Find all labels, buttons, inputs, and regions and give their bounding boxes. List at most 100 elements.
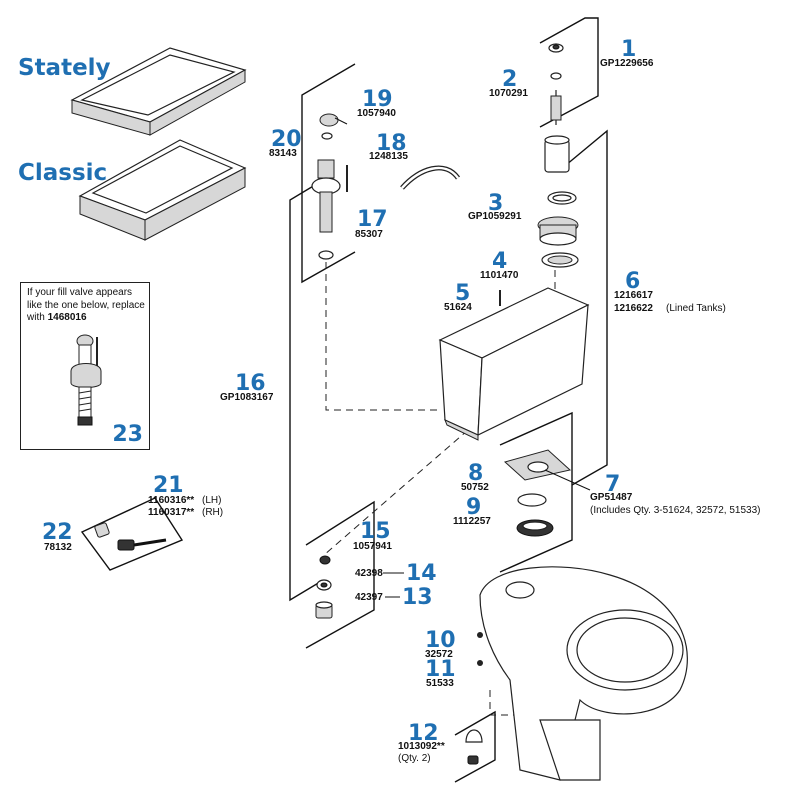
svg-text:16: 16 — [235, 371, 266, 396]
svg-text:7: 7 — [605, 472, 620, 497]
svg-text:32572: 32572 — [425, 649, 453, 660]
svg-text:51624: 51624 — [444, 302, 472, 313]
svg-text:13: 13 — [402, 585, 433, 610]
callout-6: 6 1216617 1216622 (Lined Tanks) — [614, 269, 726, 314]
callout-11: 11 51533 — [425, 657, 456, 689]
callout-18: 18 1248135 — [369, 131, 408, 162]
svg-text:12: 12 — [408, 721, 439, 746]
callout-14: 14 42398 — [355, 561, 437, 586]
svg-text:17: 17 — [357, 207, 388, 232]
svg-text:51533: 51533 — [426, 678, 454, 689]
trip-lever-frame — [80, 497, 184, 571]
svg-text:42397: 42397 — [355, 592, 383, 603]
callout-15: 15 1057941 — [353, 519, 392, 552]
svg-text:85307: 85307 — [355, 229, 383, 240]
svg-text:GP1083167: GP1083167 — [220, 392, 274, 403]
part-8-gasket — [517, 493, 547, 507]
toilet-bowl-illustration — [479, 566, 688, 781]
svg-text:(RH): (RH) — [202, 507, 223, 518]
old-fill-valve-illustration — [70, 334, 102, 426]
bolts-frame — [305, 500, 375, 649]
svg-text:42398: 42398 — [355, 568, 383, 579]
classic-lid-illustration — [78, 139, 247, 241]
svg-text:1101470: 1101470 — [480, 270, 519, 281]
part-4-gasket — [541, 252, 579, 268]
flush-valve-frame — [539, 17, 599, 128]
svg-text:1057940: 1057940 — [357, 108, 396, 119]
callout-7: 7 GP51487 (Includes Qty. 3-51624, 32572,… — [590, 472, 760, 516]
fill-valve-frame — [289, 63, 356, 602]
tank-illustration — [438, 287, 590, 441]
callout-22: 22 78132 — [42, 520, 73, 553]
svg-text:2: 2 — [502, 67, 517, 92]
svg-text:5: 5 — [455, 281, 470, 306]
callout-3: 3 GP1059291 — [468, 191, 522, 222]
svg-text:18: 18 — [376, 131, 407, 156]
callout-23: 23 — [112, 422, 143, 447]
svg-text:19: 19 — [362, 87, 393, 112]
callout-4: 4 1101470 — [480, 249, 519, 281]
inset-replacement-part: 1468016 — [47, 312, 87, 323]
callout-13: 13 42397 — [355, 585, 433, 610]
part-9-gasket — [516, 519, 554, 537]
tank-group-frame — [559, 129, 608, 486]
callout-17: 17 85307 — [355, 207, 388, 240]
svg-text:83143: 83143 — [269, 148, 297, 159]
part-20-seal — [321, 132, 333, 140]
svg-text:1160316**: 1160316** — [148, 495, 194, 506]
callout-20: 20 83143 — [269, 127, 302, 159]
svg-text:3: 3 — [488, 191, 503, 216]
flapper-frame — [499, 411, 573, 573]
callout-2: 2 1070291 — [489, 67, 528, 99]
svg-text:1057941: 1057941 — [353, 541, 392, 552]
part-10-washer — [477, 632, 483, 638]
part-18-tube — [400, 165, 461, 190]
callout-9: 9 1112257 — [453, 495, 491, 527]
svg-text:(Includes Qty. 3-51624, 32572,: (Includes Qty. 3-51624, 32572, 51533) — [590, 505, 760, 516]
svg-text:GP1229656: GP1229656 — [600, 58, 654, 69]
flush-valve-body — [537, 216, 579, 246]
callout-12: 12 1013092** (Qty. 2) — [398, 721, 445, 764]
svg-text:21: 21 — [153, 473, 184, 498]
callout-16: 16 GP1083167 — [220, 371, 274, 403]
svg-text:10: 10 — [425, 628, 456, 653]
svg-text:9: 9 — [466, 495, 481, 520]
svg-text:1070291: 1070291 — [489, 88, 528, 99]
part-17-washer — [318, 250, 334, 260]
part-21-lever — [117, 538, 167, 551]
svg-text:6: 6 — [625, 269, 640, 294]
svg-text:50752: 50752 — [461, 482, 489, 493]
svg-text:1160317**: 1160317** — [148, 507, 194, 518]
part-7-plate — [503, 449, 572, 481]
classic-label: Classic — [18, 160, 107, 186]
svg-text:(Qty. 2): (Qty. 2) — [398, 753, 431, 764]
part-19-cap — [319, 113, 348, 127]
svg-text:22: 22 — [42, 520, 73, 545]
part-13-nut — [315, 601, 333, 619]
callout-5: 5 51624 — [444, 281, 472, 313]
callout-1: 1 GP1229656 — [600, 37, 654, 69]
callout-19: 19 1057940 — [357, 87, 396, 119]
svg-text:GP51487: GP51487 — [590, 492, 633, 503]
svg-text:1013092**: 1013092** — [398, 741, 445, 752]
svg-text:1: 1 — [621, 37, 636, 62]
caps-frame — [454, 710, 496, 783]
svg-text:78132: 78132 — [44, 542, 72, 553]
part-12-caps — [465, 729, 483, 765]
svg-text:14: 14 — [406, 561, 437, 586]
svg-text:(LH): (LH) — [202, 495, 221, 506]
svg-text:20: 20 — [271, 127, 302, 152]
part-22-nut — [94, 522, 110, 538]
callout-21: 21 1160316** (LH) 1160317** (RH) — [148, 473, 223, 518]
fill-valve-body — [311, 159, 348, 233]
flush-valve-stem — [544, 90, 570, 173]
svg-text:(Lined Tanks): (Lined Tanks) — [666, 303, 726, 314]
svg-text:1248135: 1248135 — [369, 151, 408, 162]
inset-text: If your fill valve appears like the one … — [27, 287, 145, 323]
svg-text:1216617: 1216617 — [614, 290, 653, 301]
part-14-washer — [316, 579, 332, 591]
svg-text:GP1059291: GP1059291 — [468, 211, 522, 222]
stately-lid-illustration — [70, 47, 247, 136]
part-15-washer — [319, 555, 331, 565]
